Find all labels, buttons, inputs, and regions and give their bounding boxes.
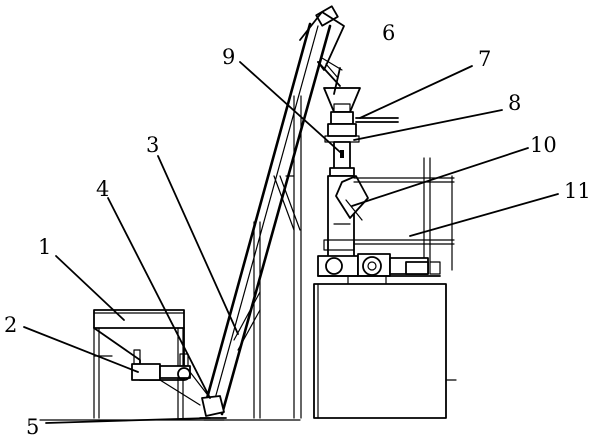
feed-screw: [131, 349, 211, 406]
right-frame: [353, 157, 455, 271]
label-8: 8: [508, 91, 521, 115]
label-9: 9: [222, 45, 235, 69]
drive-unit: [317, 253, 441, 285]
label-1: 1: [38, 235, 51, 259]
label-5: 5: [26, 415, 39, 439]
conveyor-inlet: [199, 395, 227, 421]
label-3: 3: [146, 133, 159, 157]
label-2: 2: [4, 313, 17, 337]
inclined-conveyor: [204, 5, 345, 416]
base-cabinet: [313, 283, 457, 419]
separator: [323, 175, 369, 259]
label-10: 10: [530, 133, 557, 157]
label-11: 11: [564, 179, 591, 203]
label-4: 4: [96, 177, 109, 201]
label-6: 6: [382, 21, 395, 45]
leader-lines: [23, 61, 559, 424]
support-frame: [233, 95, 302, 419]
label-7: 7: [478, 47, 491, 71]
